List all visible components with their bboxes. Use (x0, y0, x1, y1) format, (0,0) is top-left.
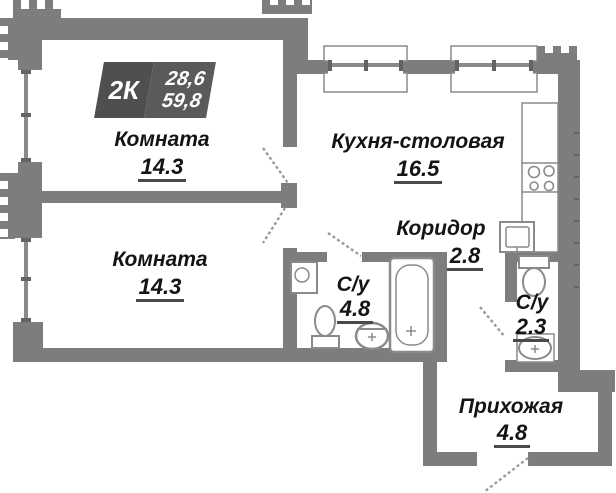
door-swing-icon (327, 232, 362, 257)
wall-segment (283, 252, 327, 262)
sink-icon (354, 321, 390, 351)
corridor-name: Коридор (396, 217, 486, 240)
wall-crenellation (0, 18, 18, 60)
corridor-area: 2.8 (425, 243, 505, 271)
room-name: Комната (112, 248, 208, 271)
sink-icon (516, 333, 555, 363)
stove-icon (527, 165, 555, 192)
kitchen-sink-icon (499, 221, 535, 253)
bathroom-main-name: С/у (336, 273, 370, 296)
bathroom-small-name: С/у (515, 291, 549, 314)
room-name: Кухня-столовая (331, 130, 505, 153)
window-icon (15, 238, 43, 322)
toilet-icon (518, 255, 550, 297)
wall-segment (505, 360, 558, 372)
kitchen-label: Кухня-столовая 16.5 (325, 130, 511, 184)
wall-hatch-ticks (574, 132, 579, 288)
bathroom-small-area: 2.3 (494, 314, 568, 342)
wall-segment (598, 392, 612, 466)
hallway-name: Прихожая (458, 395, 564, 418)
bathtub-icon (388, 256, 436, 354)
wall-segment (281, 183, 297, 208)
wall-segment (18, 348, 447, 362)
room-area: 14.3 (135, 274, 185, 302)
wall-segment (283, 40, 297, 147)
toilet-icon (311, 305, 340, 349)
bathroom-main-area: 4.8 (313, 296, 397, 324)
wall-segment (558, 370, 615, 392)
wall-crenellation (0, 173, 18, 239)
wall-segment (42, 191, 283, 203)
window-icon (323, 45, 408, 93)
wall-crenellation (537, 46, 577, 62)
wall-crenellation (13, 0, 61, 18)
wall-segment (558, 60, 580, 370)
door-swing-icon (262, 147, 289, 184)
living-area-value: 28,6 (164, 68, 207, 90)
door-swing-icon (261, 207, 287, 244)
kitchen-counter-icon (521, 102, 559, 253)
room1-label: Комната 14.3 (82, 128, 242, 182)
room-area: 14.3 (137, 154, 187, 182)
wall-segment (423, 352, 437, 466)
wall-segment (403, 60, 455, 74)
window-icon (450, 45, 538, 93)
room-name: Комната (114, 128, 210, 151)
window-icon (15, 70, 43, 162)
wall-segment (433, 252, 447, 356)
wall-segment (528, 452, 612, 466)
wall-crenellation (262, 0, 312, 14)
hallway-area: 4.8 (432, 420, 592, 448)
entrance-door-icon (483, 457, 529, 493)
room-area: 16.5 (393, 156, 443, 184)
wall-segment (308, 60, 328, 74)
room2-label: Комната 14.3 (80, 248, 240, 302)
wall-segment (505, 252, 517, 302)
apartment-type-badge: 2К 28,6 59,8 (94, 62, 216, 118)
apartment-areas: 28,6 59,8 (144, 62, 216, 118)
wall-segment (297, 40, 308, 74)
door-swing-icon (479, 306, 506, 338)
wall-segment (18, 18, 308, 40)
total-area-value: 59,8 (160, 90, 203, 112)
washing-machine-icon (290, 261, 318, 294)
